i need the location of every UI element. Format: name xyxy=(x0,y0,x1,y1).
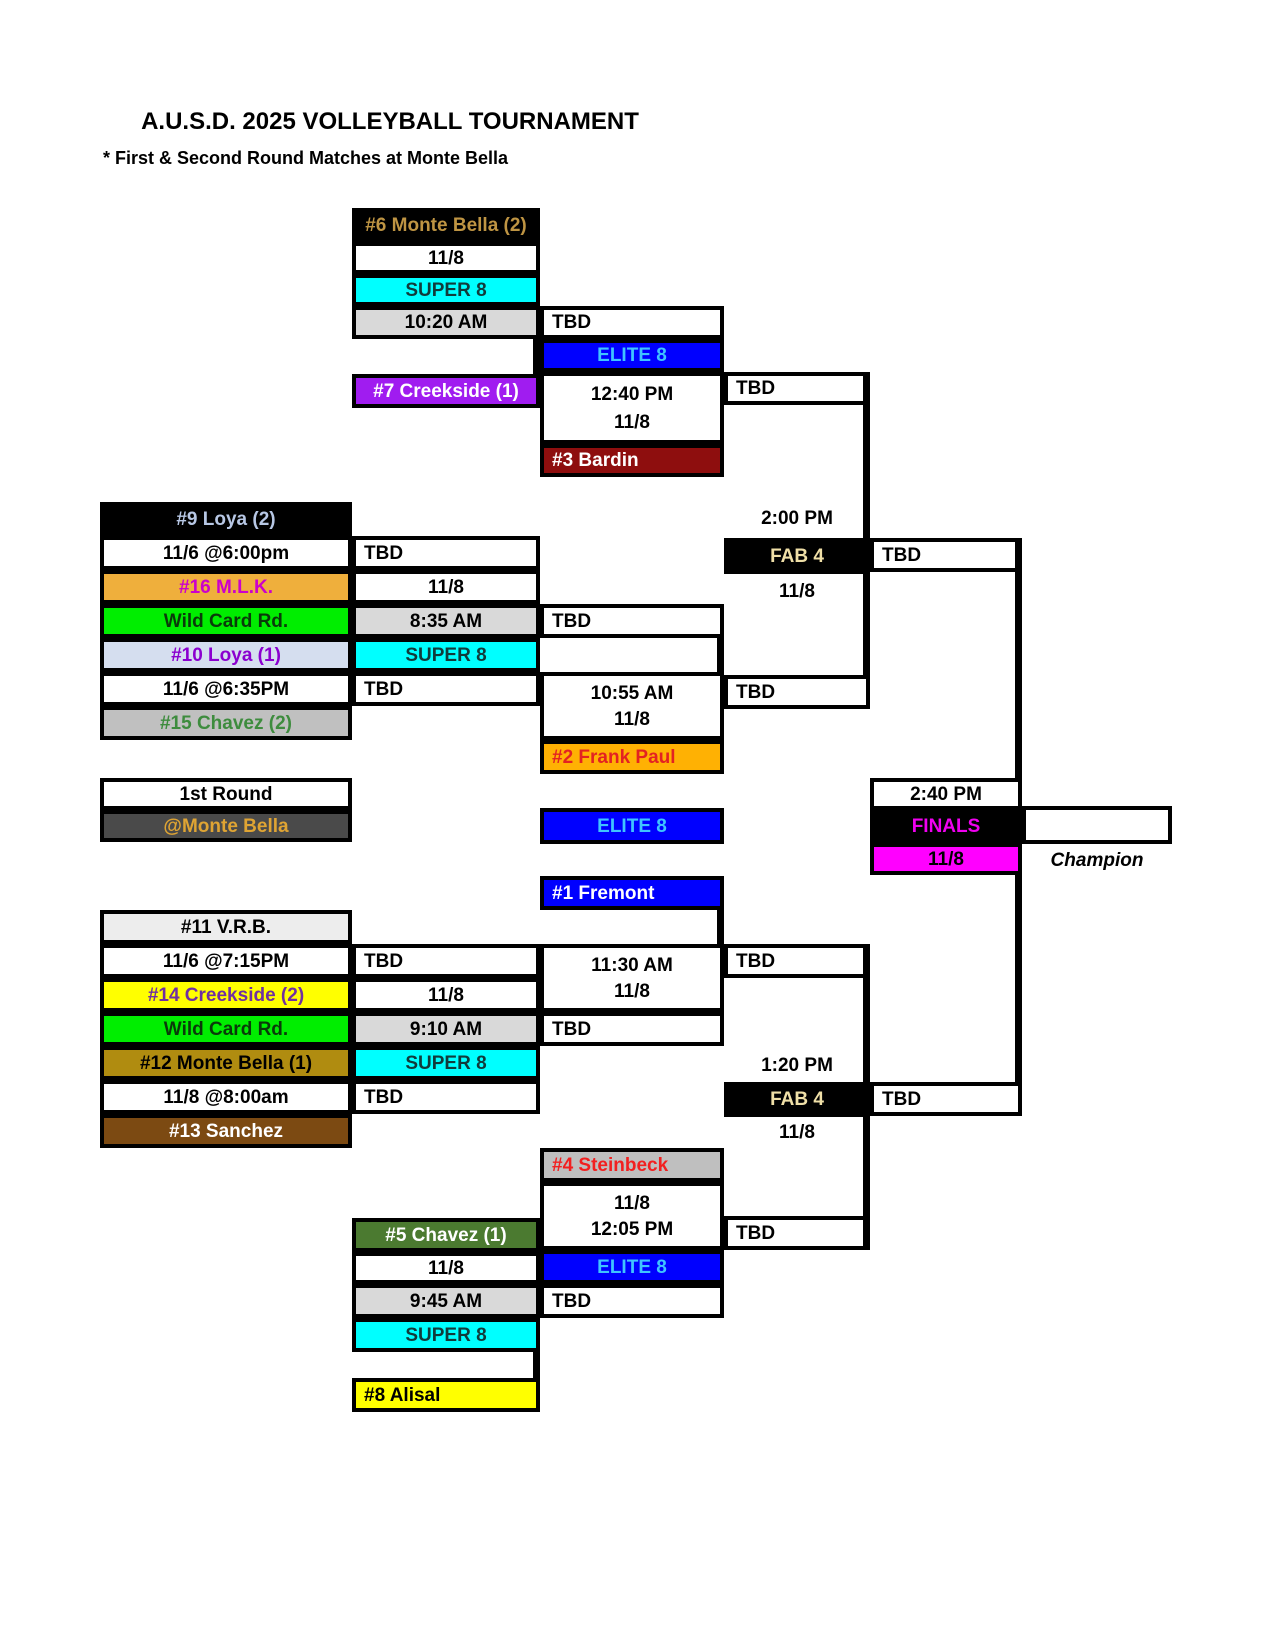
page-title: A.U.S.D. 2025 VOLLEYBALL TOURNAMENT xyxy=(141,108,639,135)
round-label-super8: SUPER 8 xyxy=(352,1046,540,1080)
match-time: 12:05 PM xyxy=(590,1218,674,1240)
round-label-super8: SUPER 8 xyxy=(352,274,540,306)
match-schedule: 11/8 12:05 PM xyxy=(540,1182,724,1250)
round-label-elite8: ELITE 8 xyxy=(540,1250,724,1284)
seed-16-mlk: #16 M.L.K. xyxy=(100,570,352,604)
match-date: 11/8 xyxy=(614,980,650,1002)
tbd-slot: TBD xyxy=(724,944,870,978)
connector-line xyxy=(863,944,870,1250)
tbd-slot: TBD xyxy=(540,1012,724,1046)
match-date: 11/8 xyxy=(779,1122,815,1143)
seed-13-sanchez: #13 Sanchez xyxy=(100,1114,352,1148)
match-date: 11/8 xyxy=(614,411,650,433)
wildcard-round-label: Wild Card Rd. xyxy=(100,604,352,638)
match-time: 10:55 AM xyxy=(590,682,674,704)
tbd-slot: TBD xyxy=(870,538,1022,572)
finals-date: 11/8 xyxy=(870,843,1022,875)
tbd-slot: TBD xyxy=(540,1284,724,1318)
match-date: 11/8 @8:00am xyxy=(100,1080,352,1114)
tbd-slot: TBD xyxy=(352,1080,540,1114)
seed-4-steinbeck: #4 Steinbeck xyxy=(540,1148,724,1182)
connector-line xyxy=(533,339,540,378)
tbd-slot: TBD xyxy=(352,536,540,570)
match-time: 11:30 AM xyxy=(591,954,673,976)
round-label-elite8: ELITE 8 xyxy=(540,808,724,844)
tbd-slot: TBD xyxy=(352,944,540,978)
tbd-slot: TBD xyxy=(870,1082,1022,1116)
match-date: 11/8 xyxy=(614,708,650,730)
page-subtitle: * First & Second Round Matches at Monte … xyxy=(103,148,509,168)
round-label-fab4: FAB 4 xyxy=(724,538,870,574)
round-label-fab4: FAB 4 xyxy=(724,1082,870,1117)
match-date: 11/8 xyxy=(352,570,540,604)
legend-venue: @Monte Bella xyxy=(100,810,352,842)
tbd-slot: TBD xyxy=(540,306,724,339)
match-time: 2:00 PM xyxy=(761,508,833,529)
tbd-slot: TBD xyxy=(724,372,870,405)
match-date: 11/8 xyxy=(614,1192,650,1214)
match-time: 9:45 AM xyxy=(352,1284,540,1318)
match-time: 8:35 AM xyxy=(352,604,540,638)
round-label-elite8: ELITE 8 xyxy=(540,339,724,372)
match-time: 12:40 PM xyxy=(590,383,674,405)
round-label-super8: SUPER 8 xyxy=(352,638,540,672)
seed-12-monte-bella: #12 Monte Bella (1) xyxy=(100,1046,352,1080)
seed-8-alisal: #8 Alisal xyxy=(352,1378,540,1412)
champion-slot xyxy=(1022,806,1172,844)
tbd-slot: TBD xyxy=(540,604,724,638)
match-date: 11/6 @6:00pm xyxy=(100,536,352,570)
round-label-super8: SUPER 8 xyxy=(352,1318,540,1352)
finals-time: 2:40 PM xyxy=(870,778,1022,810)
match-date: 11/8 xyxy=(779,581,815,602)
tbd-slot: TBD xyxy=(724,675,870,709)
match-schedule: 11:30 AM 11/8 xyxy=(540,944,724,1012)
legend-round: 1st Round xyxy=(100,778,352,810)
finals-label: FINALS xyxy=(870,810,1022,843)
connector-line xyxy=(717,634,724,676)
seed-5-chavez: #5 Chavez (1) xyxy=(352,1218,540,1252)
seed-9-loya: #9 Loya (2) xyxy=(100,502,352,536)
match-time: 10:20 AM xyxy=(352,306,540,339)
seed-14-creekside: #14 Creekside (2) xyxy=(100,978,352,1012)
connector-line xyxy=(717,906,724,948)
match-time: 1:20 PM xyxy=(761,1055,833,1076)
seed-1-fremont: #1 Fremont xyxy=(540,876,724,910)
champion-caption: Champion xyxy=(1050,850,1144,871)
tbd-slot: TBD xyxy=(352,672,540,706)
match-time: 9:10 AM xyxy=(352,1012,540,1046)
seed-11-vrb: #11 V.R.B. xyxy=(100,910,352,944)
match-date: 11/8 xyxy=(352,242,540,274)
match-date: 11/6 @6:35PM xyxy=(100,672,352,706)
seed-7-creekside: #7 Creekside (1) xyxy=(352,374,540,408)
seed-6-monte-bella: #6 Monte Bella (2) xyxy=(352,208,540,242)
seed-3-bardin: #3 Bardin xyxy=(540,444,724,477)
connector-line xyxy=(533,1348,540,1382)
tbd-slot: TBD xyxy=(724,1216,870,1250)
seed-15-chavez: #15 Chavez (2) xyxy=(100,706,352,740)
match-date: 11/8 xyxy=(352,978,540,1012)
seed-2-frank-paul: #2 Frank Paul xyxy=(540,740,724,774)
match-schedule: 12:40 PM 11/8 xyxy=(540,372,724,444)
match-date: 11/6 @7:15PM xyxy=(100,944,352,978)
seed-10-loya: #10 Loya (1) xyxy=(100,638,352,672)
match-date: 11/8 xyxy=(352,1252,540,1284)
match-schedule: 10:55 AM 11/8 xyxy=(540,672,724,740)
wildcard-round-label: Wild Card Rd. xyxy=(100,1012,352,1046)
